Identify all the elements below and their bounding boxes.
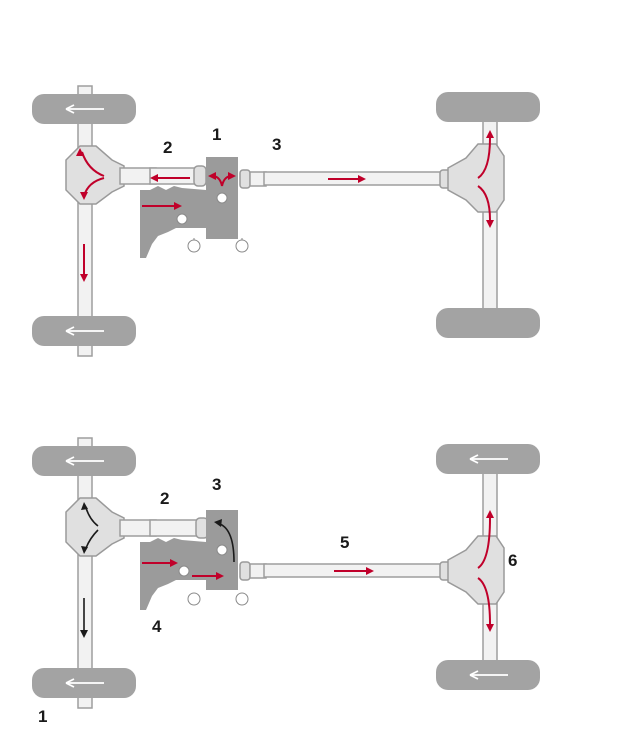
- label-2: 2: [163, 138, 172, 157]
- rear-bottom-tire: [436, 308, 540, 338]
- label-1: 1: [212, 125, 221, 144]
- front-differential: [65, 145, 125, 205]
- front-axle-shaft: [77, 437, 93, 709]
- gearbox: [140, 186, 206, 258]
- label-2: 2: [160, 489, 169, 508]
- bottom-drivetrain: 1 2 3 4 5 6: [32, 437, 540, 726]
- label-6: 6: [508, 551, 517, 570]
- front-propshaft: [149, 519, 199, 537]
- label-1: 1: [38, 707, 47, 726]
- label-3: 3: [212, 475, 221, 494]
- gearbox: [140, 538, 206, 610]
- label-3: 3: [272, 135, 281, 154]
- rear-differential: [447, 535, 505, 605]
- front-axle-shaft: [77, 85, 93, 357]
- rear-differential: [447, 143, 505, 213]
- direction-arrow-icon: [80, 502, 235, 638]
- power-flow-arrow-icon: [76, 130, 494, 282]
- label-4: 4: [152, 617, 162, 636]
- power-flow-arrow-icon: [142, 510, 494, 632]
- front-differential: [65, 497, 125, 557]
- label-5: 5: [340, 533, 349, 552]
- rear-top-tire: [436, 92, 540, 122]
- top-drivetrain: 1 2 3: [32, 85, 540, 357]
